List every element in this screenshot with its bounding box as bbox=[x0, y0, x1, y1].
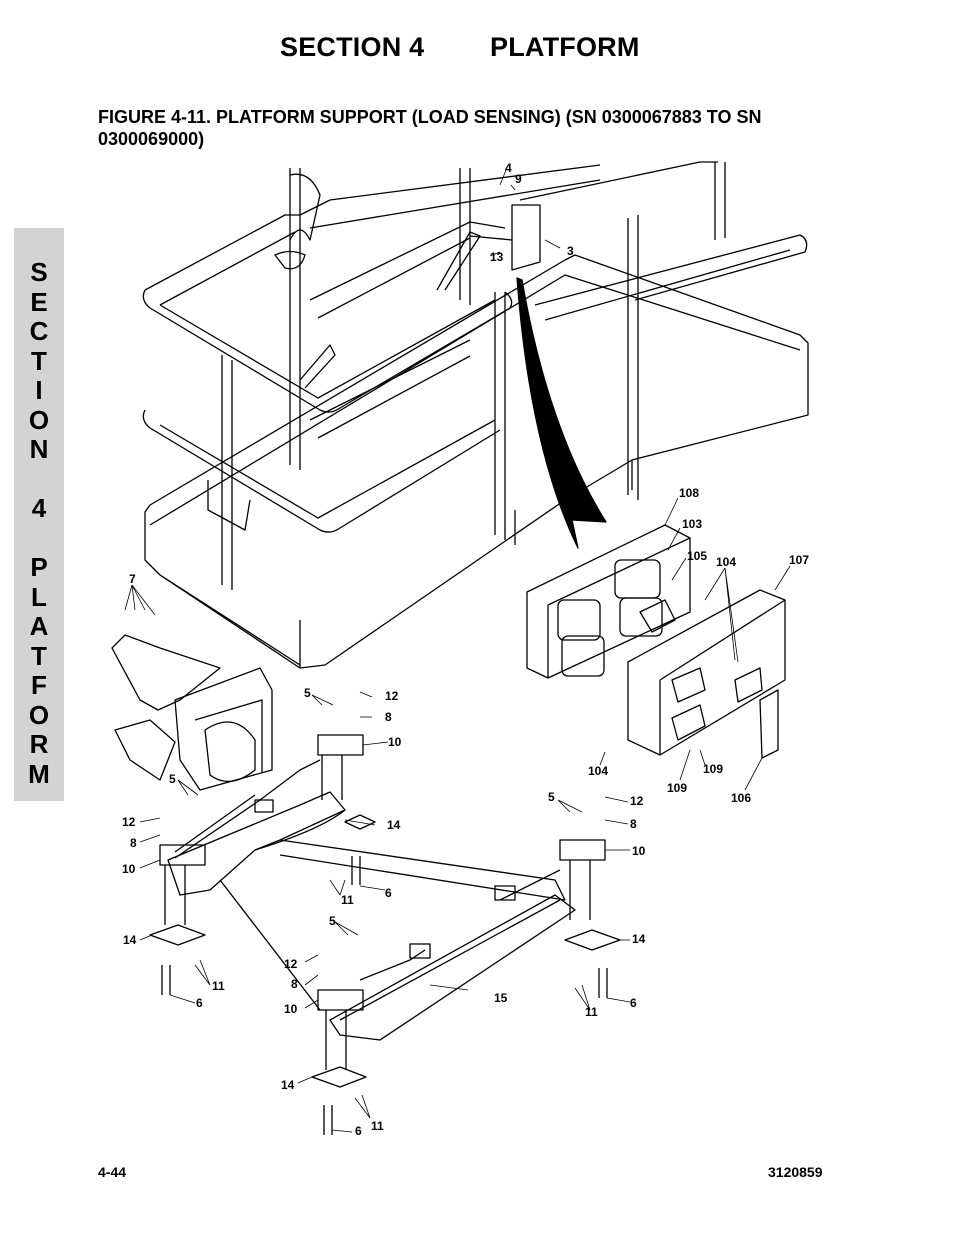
callout-6: 6 bbox=[630, 996, 637, 1010]
section-header: SECTION 4 PLATFORM bbox=[0, 32, 954, 72]
callout-labels: 4 9 3 13 108 103 105 104 107 7 5 12 8 10… bbox=[122, 161, 809, 1138]
callout-11: 11 bbox=[585, 1005, 598, 1019]
support-weldment-left bbox=[111, 634, 576, 1041]
callout-109: 109 bbox=[703, 762, 723, 776]
callout-14: 14 bbox=[123, 933, 137, 947]
callout-8: 8 bbox=[130, 836, 137, 850]
callout-8: 8 bbox=[630, 817, 637, 831]
callout-105: 105 bbox=[687, 549, 707, 563]
callout-10: 10 bbox=[284, 1002, 298, 1016]
callout-13: 13 bbox=[490, 250, 504, 264]
callout-107: 107 bbox=[789, 553, 809, 567]
callout-12: 12 bbox=[284, 957, 298, 971]
callout-14: 14 bbox=[632, 932, 646, 946]
side-tab-letter: C bbox=[29, 316, 49, 346]
callout-9: 9 bbox=[515, 172, 522, 186]
callout-5: 5 bbox=[329, 914, 336, 928]
callout-8: 8 bbox=[291, 977, 298, 991]
side-tab-letter: P bbox=[30, 552, 48, 582]
arrow-indicator bbox=[516, 277, 607, 549]
callout-7: 7 bbox=[129, 572, 136, 586]
callout-10: 10 bbox=[122, 862, 136, 876]
callout-8: 8 bbox=[385, 710, 392, 724]
wire-harness bbox=[174, 759, 561, 981]
side-tab-letter: R bbox=[29, 729, 49, 759]
callout-4: 4 bbox=[505, 161, 512, 175]
side-tab-letter: 4 bbox=[31, 493, 47, 523]
callout-11: 11 bbox=[341, 893, 354, 907]
callout-3: 3 bbox=[567, 244, 574, 258]
side-tab-letter: E bbox=[30, 286, 48, 317]
callout-12: 12 bbox=[630, 794, 644, 808]
figure-title: FIGURE 4-11. PLATFORM SUPPORT (LOAD SENS… bbox=[98, 107, 762, 149]
callout-14: 14 bbox=[281, 1078, 295, 1092]
callout-106: 106 bbox=[731, 791, 751, 805]
callout-14: 14 bbox=[387, 818, 401, 832]
side-tab-letter: N bbox=[29, 434, 49, 464]
side-tab-letter: S bbox=[30, 257, 48, 287]
callout-104: 104 bbox=[716, 555, 736, 569]
document-number: 3120859 bbox=[768, 1164, 823, 1180]
callout-108: 108 bbox=[679, 486, 699, 500]
load-sensing-controller bbox=[526, 524, 691, 679]
callout-10: 10 bbox=[632, 844, 646, 858]
side-tab-letter: A bbox=[29, 611, 49, 641]
section-number: SECTION 4 bbox=[280, 32, 425, 62]
controller-cover bbox=[627, 589, 786, 759]
callout-11: 11 bbox=[212, 979, 225, 993]
callout-11: 11 bbox=[371, 1119, 384, 1133]
callout-15: 15 bbox=[494, 991, 508, 1005]
side-tab-letter: O bbox=[28, 699, 50, 730]
callout-5: 5 bbox=[169, 772, 176, 786]
callout-109: 109 bbox=[667, 781, 687, 795]
side-tab-letter: L bbox=[31, 581, 47, 612]
callout-12: 12 bbox=[385, 689, 399, 703]
side-tab-letter: O bbox=[28, 404, 50, 435]
callout-6: 6 bbox=[355, 1124, 362, 1138]
callout-12: 12 bbox=[122, 815, 136, 829]
side-tab-letter: M bbox=[28, 758, 50, 789]
side-tab-letter: T bbox=[31, 640, 47, 671]
callout-5: 5 bbox=[304, 686, 311, 700]
side-tab-letter: I bbox=[35, 375, 43, 405]
callout-5: 5 bbox=[548, 790, 555, 804]
page-number: 4-44 bbox=[98, 1164, 127, 1180]
platform-basket bbox=[142, 161, 809, 669]
callout-103: 103 bbox=[682, 517, 702, 531]
callout-104: 104 bbox=[588, 764, 608, 778]
side-tab-letter: T bbox=[31, 345, 47, 376]
side-tab-letter: F bbox=[31, 670, 47, 700]
callout-6: 6 bbox=[385, 886, 392, 900]
section-title: PLATFORM bbox=[490, 32, 640, 62]
leader-lines bbox=[124, 169, 791, 1133]
callout-10: 10 bbox=[388, 735, 402, 749]
callout-6: 6 bbox=[196, 996, 203, 1010]
load-pins bbox=[149, 734, 621, 1135]
